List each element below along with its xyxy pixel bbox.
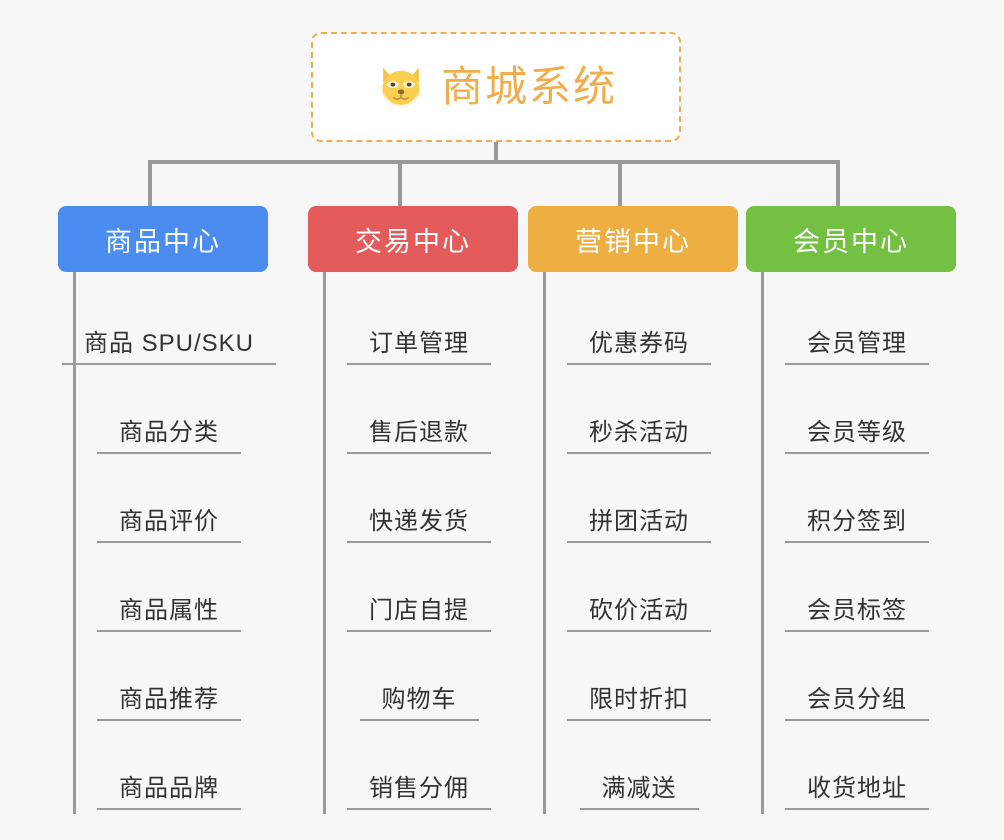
list-item[interactable]: 门店自提 (326, 547, 518, 636)
list-item[interactable]: 商品推荐 (76, 636, 268, 725)
leaf-label: 会员标签 (785, 590, 929, 632)
leaf-label: 优惠券码 (567, 323, 711, 365)
leaf-label: 满减送 (579, 768, 699, 810)
leaf-label: 订单管理 (347, 323, 491, 365)
leaf-list-marketing: 优惠券码 秒杀活动 拼团活动 砍价活动 限时折扣 满减送 (543, 272, 738, 814)
leaf-label: 积分签到 (785, 501, 929, 543)
connector-horizontal-bus (148, 160, 840, 164)
list-item[interactable]: 限时折扣 (546, 636, 738, 725)
category-column-member: 会员中心 会员管理 会员等级 积分签到 会员标签 会员分组 收货地址 (746, 206, 956, 814)
leaf-label: 秒杀活动 (567, 412, 711, 454)
leaf-label: 销售分佣 (347, 768, 491, 810)
root-title: 商城系统 (440, 63, 617, 110)
leaf-label: 收货地址 (785, 768, 929, 810)
leaf-label: 会员等级 (785, 412, 929, 454)
list-item[interactable]: 会员管理 (764, 280, 956, 369)
leaf-label: 门店自提 (347, 590, 491, 632)
list-item[interactable]: 优惠券码 (546, 280, 738, 369)
list-item[interactable]: 商品分类 (76, 369, 268, 458)
category-header-trade[interactable]: 交易中心 (308, 206, 518, 272)
category-column-trade: 交易中心 订单管理 售后退款 快递发货 门店自提 购物车 销售分佣 (308, 206, 518, 814)
list-item[interactable]: 订单管理 (326, 280, 518, 369)
leaf-list-member: 会员管理 会员等级 积分签到 会员标签 会员分组 收货地址 (761, 272, 956, 814)
list-item[interactable]: 会员标签 (764, 547, 956, 636)
list-item[interactable]: 商品 SPU/SKU (61, 280, 277, 369)
list-item[interactable]: 积分签到 (764, 458, 956, 547)
list-item[interactable]: 砍价活动 (546, 547, 738, 636)
list-item[interactable]: 秒杀活动 (546, 369, 738, 458)
leaf-label: 商品分类 (97, 412, 241, 454)
list-item[interactable]: 会员等级 (764, 369, 956, 458)
list-item[interactable]: 商品品牌 (76, 725, 268, 814)
list-item[interactable]: 收货地址 (764, 725, 956, 814)
leaf-label: 快递发货 (347, 501, 491, 543)
category-header-member[interactable]: 会员中心 (746, 206, 956, 272)
category-header-product[interactable]: 商品中心 (58, 206, 268, 272)
list-item[interactable]: 会员分组 (764, 636, 956, 725)
leaf-label: 会员分组 (785, 679, 929, 721)
leaf-list-trade: 订单管理 售后退款 快递发货 门店自提 购物车 销售分佣 (323, 272, 518, 814)
list-item[interactable]: 售后退款 (326, 369, 518, 458)
leaf-label: 商品推荐 (97, 679, 241, 721)
leaf-label: 会员管理 (785, 323, 929, 365)
category-header-marketing[interactable]: 营销中心 (528, 206, 738, 272)
category-title: 营销中心 (575, 226, 691, 257)
connector-drop-3 (618, 160, 622, 208)
leaf-label: 拼团活动 (567, 501, 711, 543)
leaf-list-product: 商品 SPU/SKU 商品分类 商品评价 商品属性 商品推荐 商品品牌 (61, 272, 277, 814)
category-column-marketing: 营销中心 优惠券码 秒杀活动 拼团活动 砍价活动 限时折扣 满减送 (528, 206, 738, 814)
leaf-label: 售后退款 (347, 412, 491, 454)
list-item[interactable]: 商品属性 (76, 547, 268, 636)
leaf-label: 限时折扣 (567, 679, 711, 721)
root-node[interactable]: 商城系统 (311, 32, 681, 142)
list-item[interactable]: 满减送 (546, 725, 738, 814)
connector-drop-2 (398, 160, 402, 208)
category-title: 会员中心 (793, 226, 909, 257)
leaf-label: 商品品牌 (97, 768, 241, 810)
category-title: 交易中心 (355, 226, 471, 257)
connector-drop-4 (836, 160, 840, 208)
leaf-label: 商品评价 (97, 501, 241, 543)
list-item[interactable]: 购物车 (326, 636, 518, 725)
leaf-label: 商品属性 (97, 590, 241, 632)
connector-drop-1 (148, 160, 152, 208)
list-item[interactable]: 销售分佣 (326, 725, 518, 814)
category-title: 商品中心 (105, 226, 221, 257)
category-column-product: 商品中心 商品 SPU/SKU 商品分类 商品评价 商品属性 商品推荐 商品品牌 (58, 206, 277, 814)
leaf-label: 购物车 (359, 679, 479, 721)
leaf-label: 砍价活动 (567, 590, 711, 632)
shiba-dog-icon (382, 67, 420, 109)
leaf-label: 商品 SPU/SKU (61, 323, 277, 365)
list-item[interactable]: 商品评价 (76, 458, 268, 547)
connector-root-stem (494, 142, 498, 163)
list-item[interactable]: 拼团活动 (546, 458, 738, 547)
list-item[interactable]: 快递发货 (326, 458, 518, 547)
